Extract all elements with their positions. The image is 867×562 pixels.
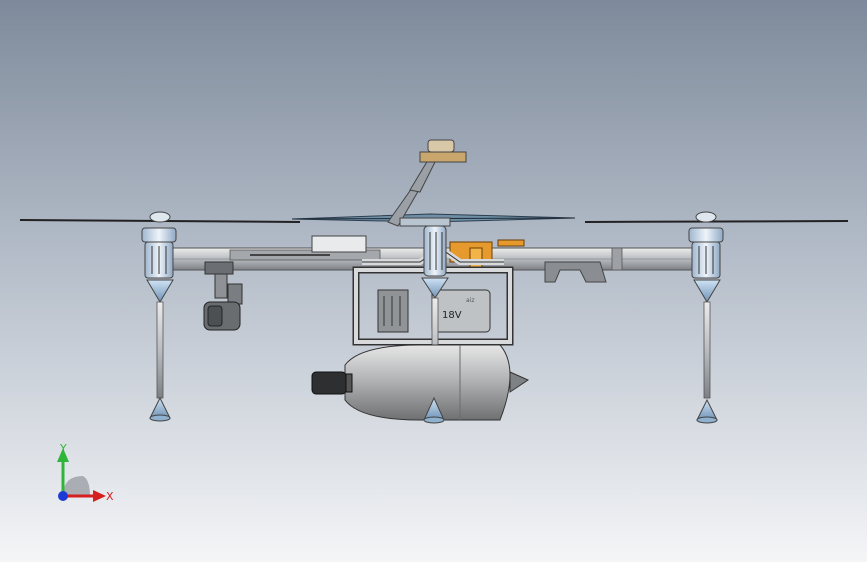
z-axis-dot-icon (58, 491, 68, 501)
x-axis-label: X (106, 490, 114, 503)
battery-brand: aiz (466, 297, 475, 304)
water-tank (311, 344, 530, 421)
motor-mount-left (141, 211, 177, 422)
gps-mast (387, 139, 467, 227)
y-axis-label: Y (59, 442, 67, 455)
electronics (311, 235, 607, 283)
camera-gimbal (203, 261, 243, 331)
y-axis-arrow-icon (57, 448, 69, 462)
x-axis-arrow-icon (93, 490, 106, 502)
center-foot (423, 396, 445, 424)
battery-label: 18V (442, 310, 462, 321)
axis-triad: Y X (57, 442, 114, 503)
motor-mount-right (688, 211, 724, 424)
